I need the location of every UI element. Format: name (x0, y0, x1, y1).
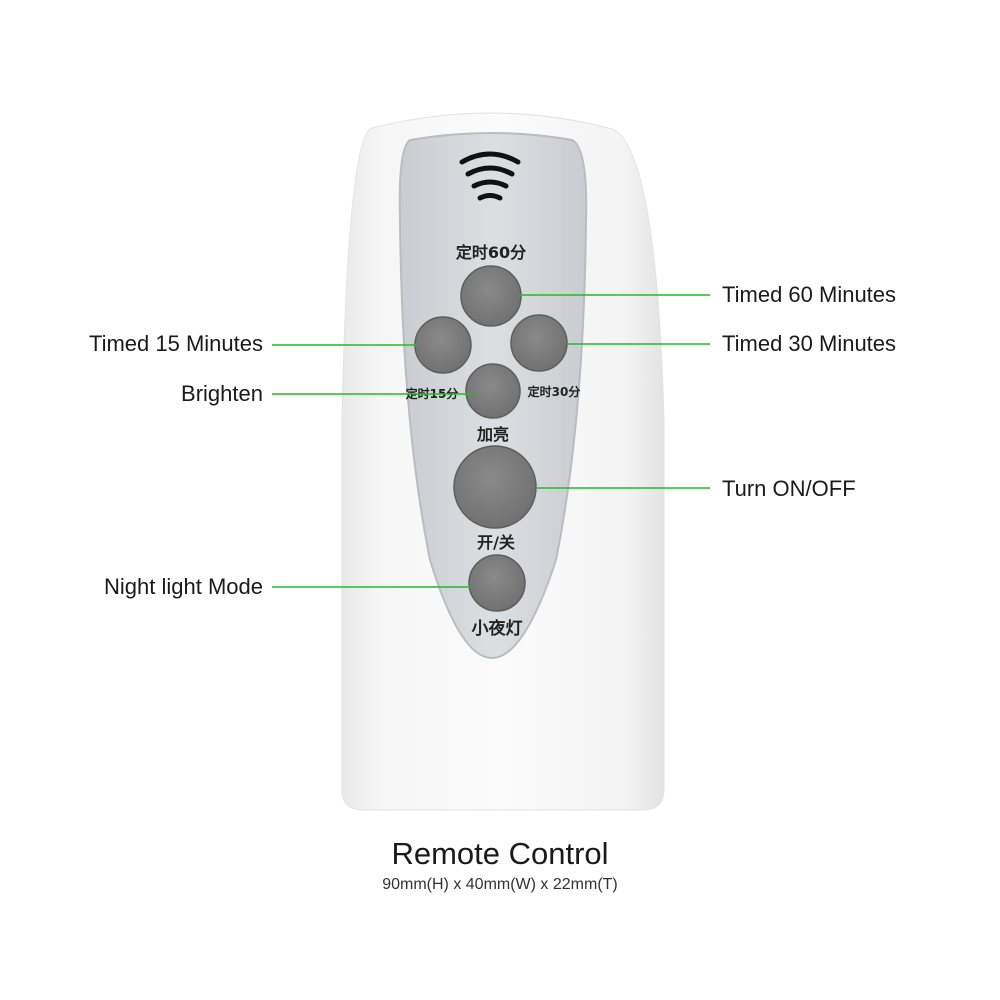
timed-60-button[interactable] (460, 265, 522, 327)
timed-60-button-label: 定时60分 (455, 243, 526, 262)
power-button-label: 开/关 (477, 533, 515, 552)
timed-15-button[interactable] (414, 316, 472, 374)
brighten-button[interactable] (465, 363, 521, 419)
callout-timed-30: Timed 30 Minutes (722, 331, 897, 356)
timed-30-button[interactable] (510, 314, 568, 372)
callout-timed-15: Timed 15 Minutes (88, 331, 263, 356)
brighten-button-label: 加亮 (476, 425, 509, 444)
leader-lines (272, 294, 710, 588)
timed-30-button-label: 定时30分 (528, 384, 581, 399)
callout-timed-60: Timed 60 Minutes (722, 282, 897, 307)
caption-title: Remote Control (391, 836, 609, 871)
caption-dimensions: 90mm(H) x 40mm(W) x 22mm(T) (382, 876, 618, 893)
night-light-button-label: 小夜灯 (472, 618, 523, 639)
callout-brighten: Brighten (181, 381, 263, 406)
night-light-button[interactable] (468, 554, 526, 612)
wireless-signal-icon (459, 151, 521, 201)
callout-night-light: Night light Mode (104, 574, 263, 599)
callout-power: Turn ON/OFF (722, 476, 856, 501)
power-button[interactable] (453, 445, 537, 529)
